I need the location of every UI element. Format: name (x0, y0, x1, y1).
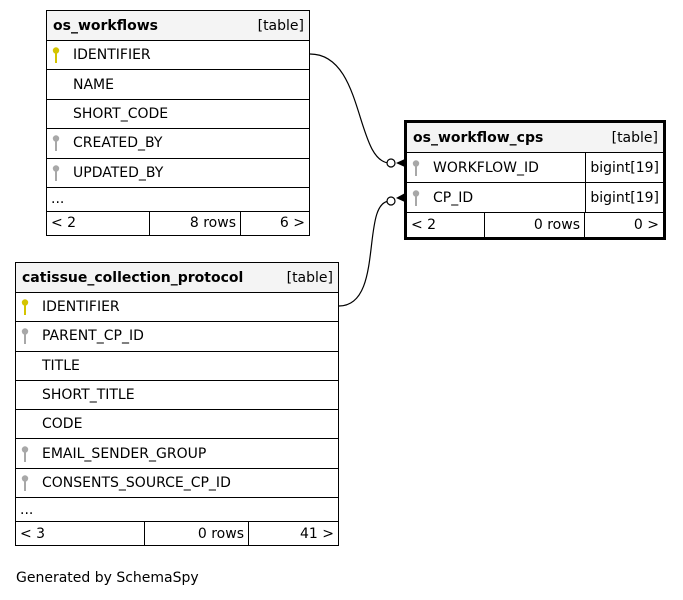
column-name: CODE (42, 416, 83, 433)
table-os-workflows[interactable]: os_workflows [table] IDENTIFIER NAME SHORT… (46, 10, 310, 236)
column-row[interactable]: CP_ID bigint[19] (407, 183, 663, 213)
relation-workflow-link (309, 53, 391, 164)
column-name: TITLE (42, 357, 80, 374)
column-row[interactable]: UPDATED_BY (47, 159, 309, 188)
table-catissue-collection-protocol[interactable]: catissue_collection_protocol [table] IDE… (15, 262, 339, 547)
primary-key-icon (20, 298, 42, 316)
table-header[interactable]: os_workflows [table] (47, 11, 309, 41)
column-name: IDENTIFIER (73, 47, 151, 64)
table-footer: < 2 8 rows 6 > (47, 211, 309, 235)
column-name: CREATED_BY (73, 135, 163, 152)
relation-cp-link (338, 200, 391, 307)
column-name: NAME (73, 76, 114, 93)
table-kind: [table] (611, 129, 658, 146)
column-row[interactable]: EMAIL_SENDER_GROUP (16, 439, 338, 469)
parents-link[interactable]: < 3 (16, 522, 145, 546)
column-name: EMAIL_SENDER_GROUP (42, 445, 207, 462)
table-name: catissue_collection_protocol (22, 269, 244, 286)
column-row[interactable]: CODE (16, 410, 338, 440)
table-name: os_workflow_cps (413, 129, 544, 146)
column-name: IDENTIFIER (42, 299, 120, 316)
table-header[interactable]: catissue_collection_protocol [table] (16, 263, 338, 293)
column-row[interactable]: SHORT_TITLE (16, 381, 338, 411)
foreign-key-icon (20, 327, 42, 345)
column-row[interactable]: TITLE (16, 352, 338, 381)
column-name: CONSENTS_SOURCE_CP_ID (42, 474, 231, 491)
table-kind: [table] (286, 269, 333, 286)
foreign-key-icon (20, 445, 42, 463)
table-kind: [table] (257, 17, 304, 34)
column-type: bigint[19] (585, 183, 663, 212)
more-columns-ellipsis: ... (47, 188, 309, 212)
column-row[interactable]: NAME (47, 70, 309, 100)
table-footer: < 3 0 rows 41 > (16, 522, 338, 546)
column-row[interactable]: IDENTIFIER (16, 293, 338, 323)
column-name: SHORT_TITLE (42, 387, 135, 404)
column-name: SHORT_CODE (73, 105, 169, 122)
column-type: bigint[19] (585, 153, 663, 182)
table-footer: < 2 0 rows 0 > (407, 213, 663, 237)
column-row[interactable]: SHORT_CODE (47, 100, 309, 130)
row-count: 0 rows (485, 213, 585, 237)
column-row[interactable]: IDENTIFIER (47, 41, 309, 71)
parents-link[interactable]: < 2 (407, 213, 485, 237)
foreign-key-icon (411, 159, 433, 177)
column-name: CP_ID (433, 189, 474, 206)
column-row[interactable]: CONSENTS_SOURCE_CP_ID (16, 469, 338, 499)
table-header[interactable]: os_workflow_cps [table] (407, 123, 663, 153)
column-row[interactable]: WORKFLOW_ID bigint[19] (407, 153, 663, 183)
primary-key-icon (51, 46, 73, 64)
relation-cp-optional-marker (386, 196, 396, 206)
foreign-key-icon (411, 189, 433, 207)
row-count: 8 rows (150, 211, 241, 235)
column-name: WORKFLOW_ID (433, 159, 539, 176)
foreign-key-icon (51, 134, 73, 152)
children-link[interactable]: 41 > (300, 525, 334, 542)
row-count: 0 rows (145, 522, 249, 546)
generated-by-label: Generated by SchemaSpy (16, 570, 199, 586)
foreign-key-icon (51, 164, 73, 182)
column-name: UPDATED_BY (73, 164, 164, 181)
parents-link[interactable]: < 2 (47, 211, 150, 235)
children-link[interactable]: 0 > (633, 217, 659, 233)
column-row[interactable]: PARENT_CP_ID (16, 322, 338, 352)
relation-workflow-optional-marker (386, 158, 396, 168)
foreign-key-icon (20, 474, 42, 492)
more-columns-ellipsis: ... (16, 498, 338, 523)
children-link[interactable]: 6 > (279, 215, 305, 232)
column-name: PARENT_CP_ID (42, 328, 144, 345)
column-row[interactable]: CREATED_BY (47, 129, 309, 159)
table-name: os_workflows (53, 17, 158, 34)
